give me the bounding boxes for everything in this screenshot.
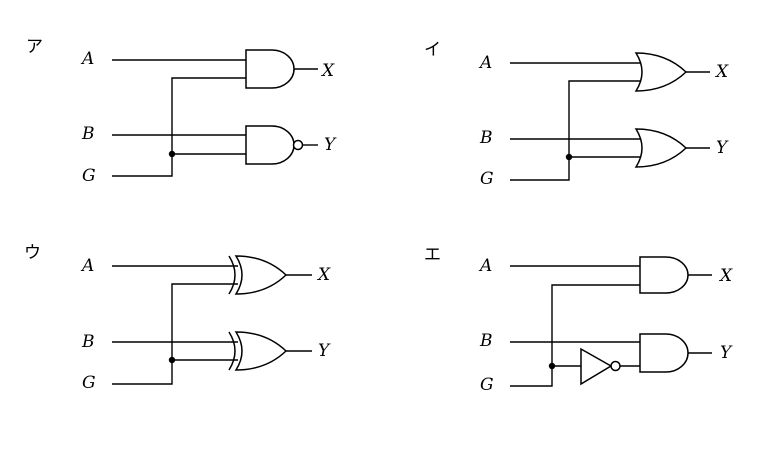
output-label-x: X	[718, 266, 733, 286]
input-label-b: B	[81, 124, 95, 144]
inversion-bubble	[610, 360, 621, 372]
junction-dot	[168, 356, 176, 364]
nand-gate	[245, 125, 295, 165]
wires	[112, 265, 312, 385]
input-label-a: A	[80, 49, 94, 69]
panel-e: エ A B G X Y	[424, 245, 733, 395]
panel-u: ウ A B G X Y	[24, 243, 331, 393]
output-label-y: Y	[324, 135, 337, 155]
wire-g	[112, 283, 238, 385]
junction-dot	[548, 362, 556, 370]
panel-a: ア A B G X Y	[26, 37, 337, 186]
input-label-a: A	[478, 53, 492, 73]
wires	[510, 62, 710, 181]
output-label-x: X	[320, 61, 335, 81]
output-label-y: Y	[716, 138, 729, 158]
input-label-b: B	[479, 331, 493, 351]
xor-gate	[228, 331, 288, 371]
and-gate	[245, 49, 295, 89]
input-label-g: G	[82, 373, 96, 393]
input-label-a: A	[478, 256, 492, 276]
wire-g	[510, 80, 640, 181]
panel-label: ア	[26, 37, 43, 57]
panel-i: イ A B G X Y	[424, 40, 729, 189]
or-gate	[634, 128, 688, 168]
input-label-b: B	[479, 128, 493, 148]
wires	[112, 59, 318, 177]
panel-label: ウ	[24, 243, 41, 263]
wires	[510, 265, 712, 387]
junction-dot	[565, 153, 573, 161]
or-gate	[634, 52, 688, 92]
panel-label: エ	[424, 245, 441, 265]
wire-g	[112, 77, 246, 177]
input-label-g: G	[480, 375, 494, 395]
not-gate	[580, 347, 613, 386]
output-label-x: X	[714, 62, 729, 82]
output-label-x: X	[316, 265, 331, 285]
input-label-g: G	[82, 166, 96, 186]
xor-gate	[228, 255, 288, 295]
input-label-b: B	[81, 332, 95, 352]
junction-dot	[168, 150, 176, 158]
input-label-g: G	[480, 169, 494, 189]
and-gate	[639, 333, 689, 373]
output-label-y: Y	[720, 343, 733, 363]
wire-g	[510, 284, 640, 387]
output-label-y: Y	[318, 341, 331, 361]
panel-label: イ	[424, 40, 441, 60]
and-gate	[639, 256, 689, 294]
input-label-a: A	[80, 256, 94, 276]
inversion-bubble	[292, 139, 304, 151]
